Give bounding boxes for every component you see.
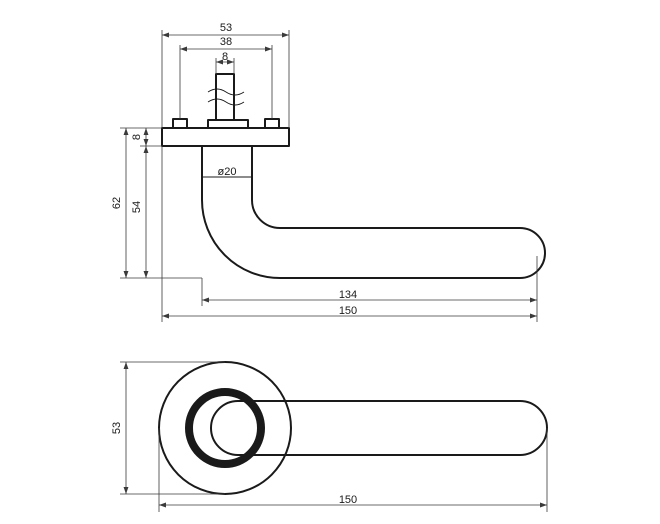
side-view	[161, 73, 546, 279]
dimension-spindle: 8	[222, 51, 228, 63]
screw-head-right	[264, 118, 280, 129]
screw-head-left	[172, 118, 188, 129]
spindle-base	[207, 119, 249, 129]
dimension-lever-height: 54	[131, 201, 143, 213]
rose-collar	[185, 388, 265, 468]
dimension-overall-height: 62	[111, 197, 123, 209]
dimension-rose-width: 53	[220, 22, 232, 34]
dimension-rose-diameter: 53	[111, 422, 123, 434]
rose-plate	[161, 127, 290, 147]
top-view	[158, 361, 548, 495]
dimension-screw-spacing: 38	[220, 36, 232, 48]
side-view-dimensions: 53 38 8 8 62 54 ø20 134 150	[111, 22, 538, 322]
rose-outer	[158, 361, 292, 495]
dimension-overall-length: 150	[339, 305, 357, 317]
dimension-plan-length: 150	[339, 494, 357, 506]
lever-plan-outline	[210, 400, 548, 456]
spindle-break-mark	[207, 88, 245, 96]
lever-outline	[201, 145, 546, 279]
spindle	[215, 73, 235, 121]
dimension-rose-height: 8	[131, 134, 143, 140]
spindle-break-mark	[207, 98, 245, 106]
dimension-diameter: ø20	[218, 166, 237, 178]
top-view-dimensions: 53 150	[111, 361, 548, 512]
dimension-lever-length: 134	[339, 289, 357, 301]
